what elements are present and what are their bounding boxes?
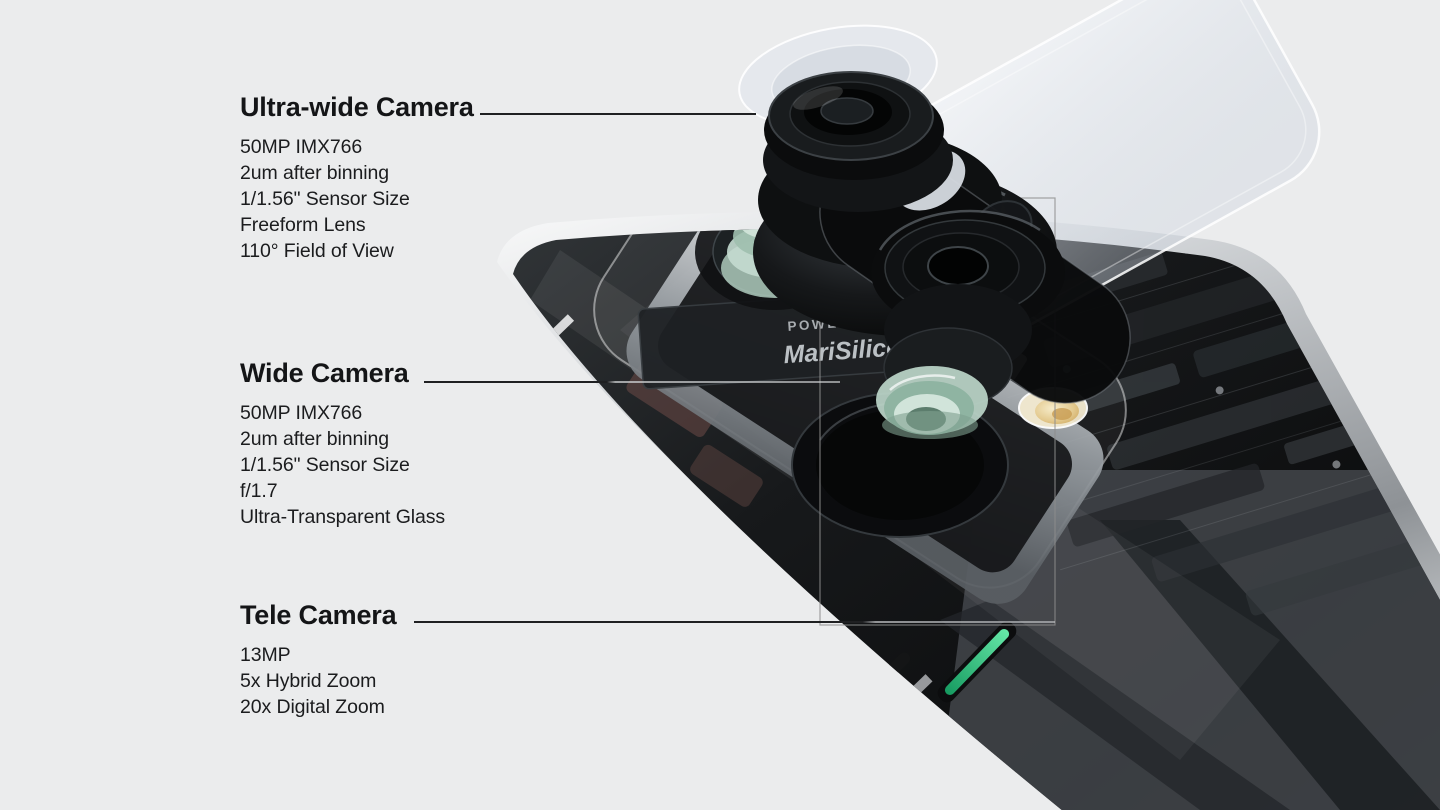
spec-line: 2um after binning (240, 162, 389, 184)
wide-lens-assembly (871, 209, 1065, 439)
panel-dark-stripe-2 (940, 600, 1290, 810)
tele-camera-specs: 13MP 5x Hybrid Zoom 20x Digital Zoom (240, 642, 396, 720)
ultrawide-camera-specs: 50MP IMX766 2um after binning 1/1.56" Se… (240, 134, 474, 264)
wide-camera-title: Wide Camera (240, 358, 409, 388)
ultrawide-lens-upper (738, 24, 953, 212)
spec-line: 2um after binning (240, 428, 389, 450)
tele-leader-line (414, 621, 1055, 623)
spec-line: 5x Hybrid Zoom (240, 670, 377, 692)
spec-line: 1/1.56" Sensor Size (240, 454, 410, 476)
wide-camera-section: Wide Camera 50MP IMX766 2um after binnin… (240, 358, 445, 530)
frame-antenna-notch-2 (879, 674, 933, 726)
tele-camera-section: Tele Camera 13MP 5x Hybrid Zoom 20x Digi… (240, 600, 397, 720)
wide-camera-specs: 50MP IMX766 2um after binning 1/1.56" Se… (240, 400, 445, 530)
spec-line: 1/1.56" Sensor Size (240, 188, 410, 210)
spec-line: Ultra-Transparent Glass (240, 506, 446, 528)
spec-line: 110° Field of View (240, 240, 394, 262)
ultrawide-camera-section: Ultra-wide Camera 50MP IMX766 2um after … (240, 92, 474, 264)
panel-dark-stripe (1100, 520, 1440, 810)
wide-lens-green-glass (876, 366, 988, 439)
spec-line: f/1.7 (240, 480, 278, 502)
tele-camera-title: Tele Camera (240, 600, 397, 630)
spec-line: 13MP (240, 644, 291, 666)
spec-line: Freeform Lens (240, 214, 366, 236)
spec-line: 50MP IMX766 (240, 136, 363, 158)
ultrawide-leader-line (480, 113, 756, 115)
alert-slider (937, 621, 1017, 703)
spec-line: 50MP IMX766 (240, 402, 363, 424)
spec-line: 20x Digital Zoom (240, 696, 385, 718)
ultrawide-camera-title: Ultra-wide Camera (240, 92, 474, 122)
wide-leader-line (424, 381, 840, 383)
